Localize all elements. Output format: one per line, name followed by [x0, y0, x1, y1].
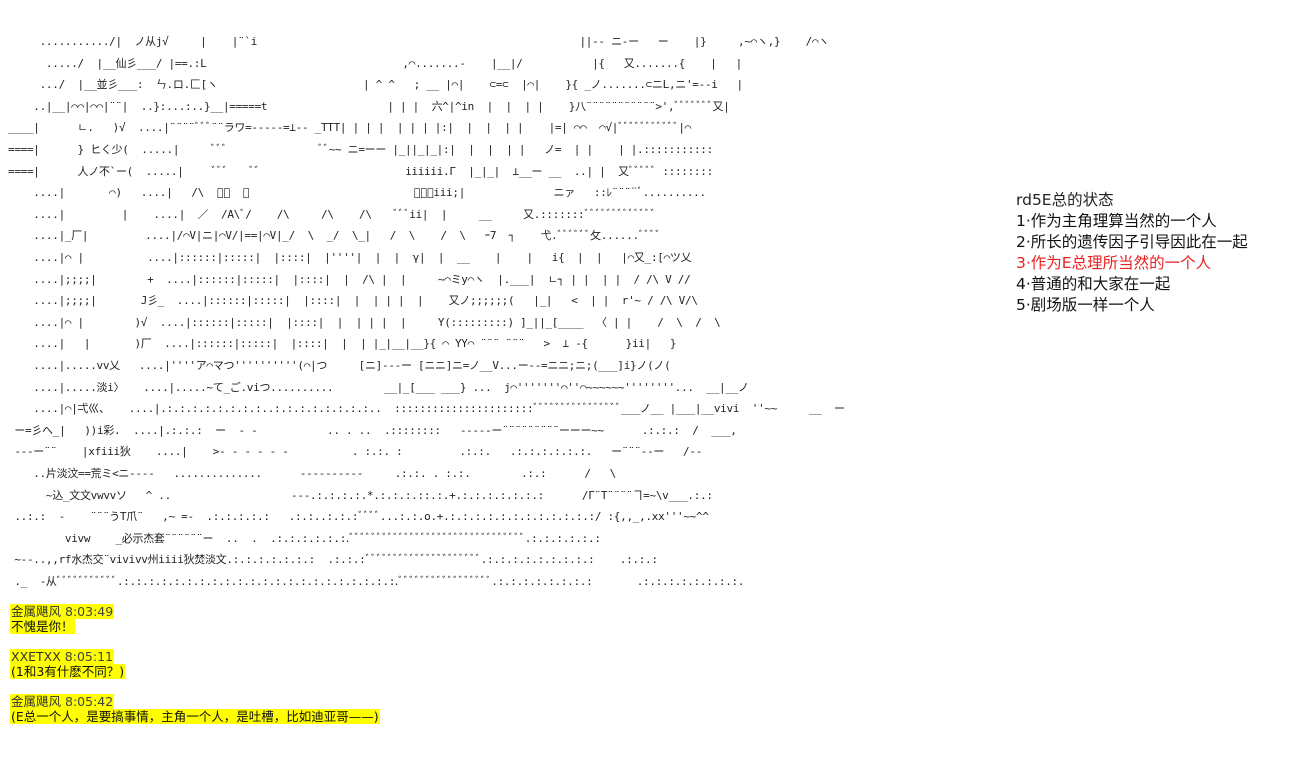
ascii-art-line: ____| ㄴ. )√ ....|¨¨¨¨ﾞﾞﾞ¨¨ラワ=-----=⊥-- _… [8, 121, 691, 135]
ascii-art-line: ....| | )厂 ....|::::::|:::::| |::::| | |… [8, 337, 677, 351]
ascii-art-line: ....|⌒|弌巛、 ....|.:.:.:.:.:.:.:.:..:.:.:.… [8, 402, 845, 416]
chat-text: (E总一个人，是要搞事情，主角一个人，是吐槽，比如迪亚哥——) [10, 709, 380, 724]
ascii-art-line: ....|⌒ | ....|::::::|:::::| |::::| |''''… [8, 251, 692, 264]
ascii-art-line: ..:.: - ¨¨¨うT爪¨ ,~ =- .:.:.:.:.: .:.:..:… [8, 510, 709, 524]
ascii-art-line: ====| 人ノ不`ー( .....| ﾞﾞﾞ ﾞﾞ iiiiii.Γ |_|_… [8, 164, 713, 178]
ascii-art-line: ....|⌒ | )√ ....|::::::|:::::| |::::| | … [8, 315, 721, 329]
ascii-art-line: ー=彡へ_| ))i彩. ....|.:.:.: ー - - .. . .. .… [8, 423, 737, 437]
ascii-art-line: ....|.....淡i〉 ....|.....~て_ご.viつ........… [8, 380, 749, 394]
menu-title: rd5E总的状态 [1016, 191, 1114, 209]
chat-timestamp: 8:05:11 [64, 649, 113, 664]
chat-username: 金属飓风 [11, 604, 62, 619]
ascii-art-line: ====| } ヒく少( .....| ﾞﾞﾞ ﾞﾞ~~ ニ=ーー |_||_|… [8, 143, 713, 156]
ascii-art-line: ....| | ....| ／ /A\ﾞ/ /\ /\ /\ ﾞﾞﾞii| | … [8, 207, 656, 221]
menu-option-1: 1·作为主角理算当然的一个人 [1016, 212, 1217, 230]
ascii-art-line: vivw _必示杰套¨¨¨¨¨¨ー .. . .:.:.:.:.:.:.ﾞﾞﾞﾞ… [8, 531, 601, 545]
menu-option-4: 4·普通的和大家在一起 [1016, 275, 1171, 293]
ascii-art-scene: .........../| ノ从j√ | |¨`i ||-- ニ-ー ー |} … [8, 35, 845, 588]
ascii-art-line: ..片淡汶==荒ミ<ニ---- .............. ---------… [8, 467, 616, 480]
menu-options-list: 1·作为主角理算当然的一个人 2·所长的遗传因子引导因此在一起 3·作为E总理所当然… [1016, 211, 1311, 316]
ascii-art-line: ~--..,,rf水杰交¨vivivv州iiii狄焚淡文.:.:.:.:.:.:… [8, 553, 658, 567]
ascii-art-line: .........../| ノ从j√ | |¨`i ||-- ニ-ー ー |} … [8, 35, 830, 48]
ascii-art-line: ....|;;;;| J彡_ ....|::::::|:::::| |::::|… [8, 294, 698, 308]
ascii-art-line: .../ |__並彡___: ㄣ.ロ.匚[ヽ | ^ ^ ; __ |⌒| ⊂=… [8, 78, 744, 92]
menu-option-5: 5·剧场版一样一个人 [1016, 296, 1155, 314]
chat-text: (1和3有什麽不同？) [10, 664, 126, 679]
menu-option-3: 3·作为E总理所当然的一个人 [1016, 254, 1212, 272]
ascii-art-line: ._ -从ﾞﾞﾞﾞﾞﾞﾞﾞﾞﾞﾞ.:.:.:.:.:.:.:.:.:.:.:.:… [8, 575, 745, 588]
ascii-art-line: ....| ⌒) ....| /\ ﾞﾞ ﾞ ﾞﾞﾞiii;| ニァ ::ﾚ¨¨… [8, 186, 706, 200]
ascii-art-line: ....|.....vv乂 ....|''''ア⌒マつ''''''''''(⌒|… [8, 359, 671, 372]
status-choice-menu: rd5E总的状态 1·作为主角理算当然的一个人 2·所长的遗传因子引导因此在一起 3… [1016, 190, 1311, 316]
chat-timestamp: 8:03:49 [65, 604, 114, 619]
ascii-art-line: ...../ |__仙彡___/ |==.:L ,⌒.......- |__|/… [8, 56, 742, 70]
ascii-art-line: ~込_文文vwvvソ ^ .. ---.:.:.:.:.*.:.:.:.::.:… [8, 488, 713, 502]
ascii-art-line: ....|_厂| ....|/⌒V|ニ|⌒V/|==|⌒V|_/ \ _/ \_… [8, 229, 661, 243]
ascii-art-line: ..|__|⌒⌒|⌒⌒|¨¨| ..}:...:..}__|=====t | |… [8, 99, 730, 113]
chat-username: XXETXX [11, 649, 61, 664]
menu-option-2: 2·所长的遗传因子引导因此在一起 [1016, 233, 1248, 251]
ascii-art-line: ---ー¨¨ |xfiii狄 ....| >- - - - - - . :.:.… [8, 445, 703, 459]
ascii-art-line: ....|;;;;| + ....|::::::|:::::| |::::| |… [8, 272, 691, 286]
chat-text: 不愧是你！ [10, 619, 75, 634]
chat-username: 金属飓风 [11, 694, 62, 709]
chat-timestamp: 8:05:42 [65, 694, 114, 709]
